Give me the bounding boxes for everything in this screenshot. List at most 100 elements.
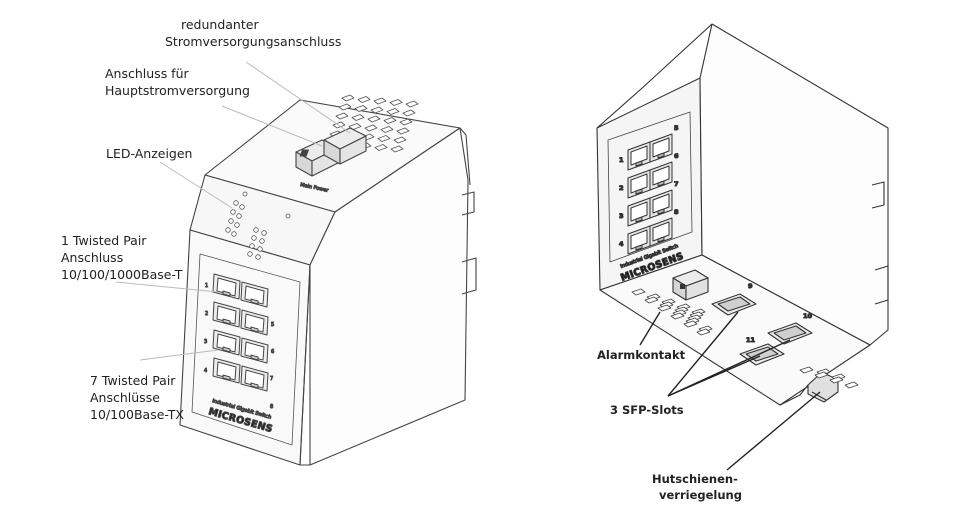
led-indicator	[251, 235, 257, 241]
vent-slot	[354, 105, 368, 112]
vent-slot	[380, 126, 394, 133]
rj45-port	[212, 329, 241, 356]
left-port-num: 1	[205, 283, 208, 289]
port-panel-outline	[607, 111, 693, 263]
label-redundant-power-line2: Stromversorgungsanschluss	[165, 34, 341, 49]
left-leader-lines	[115, 61, 351, 361]
right-din-notch	[871, 181, 889, 305]
right-roof-edge	[596, 23, 713, 129]
vent-slot	[844, 381, 859, 389]
right-port-block	[607, 111, 693, 263]
rj45-port	[212, 357, 241, 384]
left-led-block	[225, 191, 291, 260]
rj45-port	[649, 133, 673, 163]
vent-slot	[657, 304, 672, 312]
right-vent-grid	[631, 288, 859, 389]
label-led: LED-Anzeigen	[106, 146, 192, 161]
label-sfp: 3 SFP-Slots	[610, 403, 684, 417]
rj45-port	[649, 161, 673, 191]
vent-slot	[335, 112, 349, 120]
port-panel-outline	[191, 253, 301, 446]
left-port-num: 3	[204, 339, 207, 345]
sfp-slot-10	[767, 322, 813, 345]
vent-slot	[631, 288, 646, 296]
label-redundant-power-line1: redundanter	[181, 17, 259, 32]
sfp-num-10: 10	[803, 312, 813, 320]
label-tp7-line1: 7 Twisted Pair	[90, 373, 176, 388]
sfp-num-9: 9	[748, 282, 753, 290]
led-indicator	[255, 254, 261, 260]
left-port-num: 6	[271, 349, 274, 355]
vent-slot	[390, 145, 404, 153]
vent-slot	[374, 144, 388, 151]
led-indicator	[228, 218, 234, 224]
vent-slot	[696, 328, 711, 336]
vent-slot	[670, 312, 685, 320]
right-port-num: 4	[619, 240, 624, 248]
led-indicator	[253, 227, 259, 233]
power-led	[242, 191, 248, 197]
redundant-power-connector	[323, 127, 367, 165]
sfp-slot-9	[711, 293, 757, 316]
right-port-num: 3	[619, 212, 624, 220]
led-indicator	[225, 227, 231, 233]
vent-slot	[644, 296, 659, 304]
led-indicator	[261, 230, 267, 236]
led-indicator	[230, 209, 236, 215]
vent-slot	[405, 100, 419, 108]
rj45-port	[627, 197, 651, 227]
vent-slot	[396, 127, 410, 135]
vent-slot	[799, 366, 814, 374]
led-indicator	[239, 204, 245, 210]
sfp-num-11: 11	[746, 336, 756, 344]
vent-slot	[351, 114, 365, 121]
left-device: Main Power 1 2 3 4 5 6 7 8 Industrial Gi…	[179, 94, 477, 466]
left-edge	[299, 127, 471, 466]
right-port-num: 2	[619, 184, 624, 192]
left-din-clip	[461, 191, 477, 295]
led-indicator	[247, 251, 253, 257]
rj45-port	[212, 273, 241, 300]
rj45-port	[649, 189, 673, 219]
rj45-port	[649, 217, 673, 247]
rj45-port	[627, 225, 651, 255]
label-tp1-line1: 1 Twisted Pair	[61, 233, 147, 248]
left-port-num: 5	[271, 322, 274, 328]
vent-slot	[341, 94, 355, 102]
vent-slot	[373, 97, 387, 105]
led-indicator	[236, 213, 242, 219]
rj45-port	[240, 337, 269, 364]
rj45-port	[240, 281, 269, 308]
left-port-block	[191, 253, 301, 446]
label-tp7-line2: Anschlüsse	[90, 390, 160, 405]
rj45-port	[240, 309, 269, 336]
right-port-num: 7	[674, 180, 679, 188]
vent-slot	[829, 376, 844, 384]
right-port-num: 8	[674, 208, 679, 216]
label-din-line2: verriegelung	[659, 488, 742, 502]
vent-slot	[399, 118, 413, 126]
rj45-port	[240, 365, 269, 392]
led-indicator	[257, 246, 263, 252]
rj45-port	[627, 169, 651, 199]
led-indicator	[259, 238, 265, 244]
vent-slot	[386, 108, 400, 115]
vent-slot	[683, 320, 698, 328]
left-port-num: 8	[270, 404, 273, 410]
vent-slot	[383, 117, 397, 124]
alarm-contact	[672, 269, 709, 301]
left-port-num: 7	[270, 376, 273, 382]
vent-slot	[402, 109, 416, 117]
vent-slot	[814, 371, 829, 379]
label-main-power-line1: Anschluss für	[105, 66, 189, 81]
vent-slot	[367, 115, 381, 123]
led-indicator	[231, 231, 237, 237]
led-indicator	[249, 243, 255, 249]
rj45-port	[212, 301, 241, 328]
alarm-led	[285, 213, 291, 219]
label-tp1-line3: 10/100/1000Base-T	[61, 267, 183, 282]
right-port-num: 6	[674, 152, 679, 160]
led-indicator	[234, 222, 240, 228]
vent-slot	[377, 135, 391, 142]
